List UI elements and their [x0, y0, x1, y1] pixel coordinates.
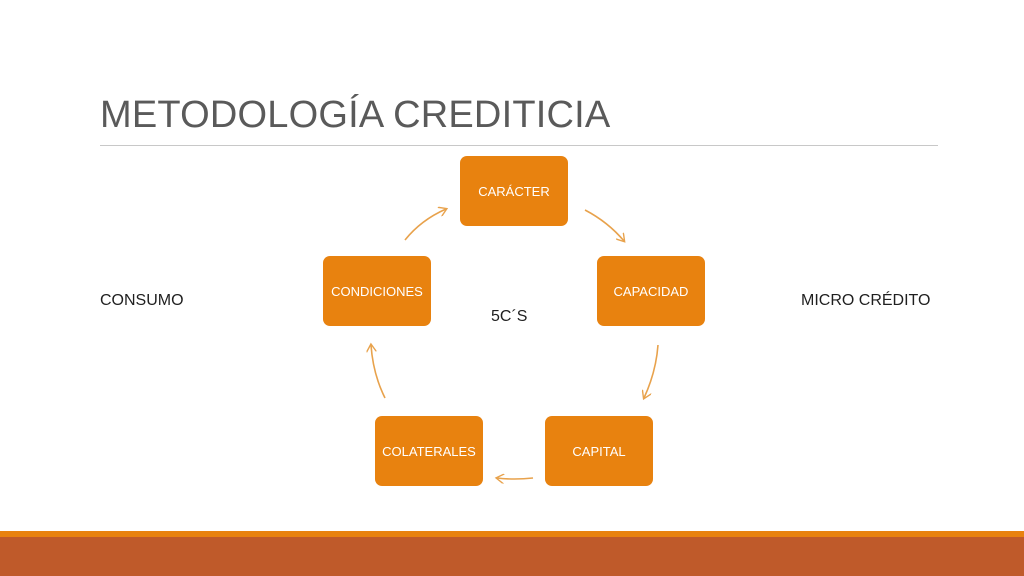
arrow-colaterales-to-condiciones	[371, 345, 386, 399]
arrow-caracter-to-capacidad	[584, 209, 624, 241]
arrow-condiciones-to-caracter	[404, 209, 446, 241]
title-divider	[100, 145, 938, 146]
slide-title: METODOLOGÍA CREDITICIA	[100, 94, 611, 136]
node-capacidad: CAPACIDAD	[597, 256, 705, 326]
node-colaterales: COLATERALES	[375, 416, 483, 486]
arrow-capital-to-colaterales	[497, 478, 534, 479]
node-condiciones: CONDICIONES	[323, 256, 431, 326]
cycle-center-label: 5C´S	[491, 308, 528, 325]
arrow-capacidad-to-capital	[644, 344, 659, 398]
footer-band-dark	[0, 537, 1024, 576]
footer-band-light	[0, 531, 1024, 537]
label-micro-credito: MICRO CRÉDITO	[801, 292, 931, 309]
node-caracter: CARÁCTER	[460, 156, 568, 226]
label-consumo: CONSUMO	[100, 292, 184, 309]
node-capital: CAPITAL	[545, 416, 653, 486]
